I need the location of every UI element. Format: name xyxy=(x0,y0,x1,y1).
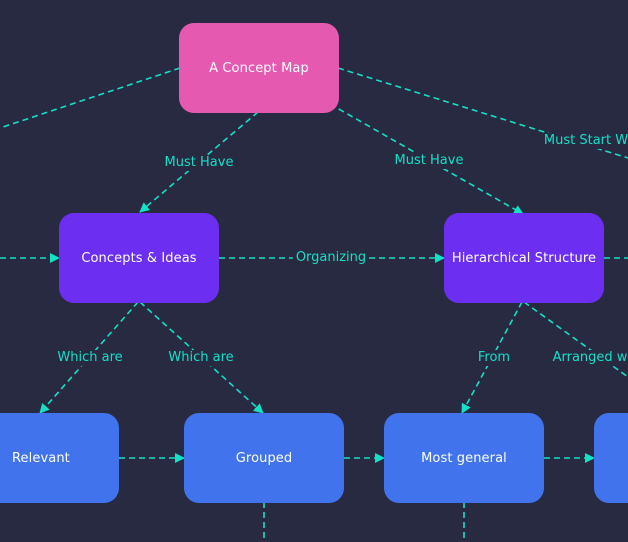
node-most-general-label: Most general xyxy=(421,450,507,466)
node-relevant-label: Relevant xyxy=(12,450,70,466)
node-most-general[interactable]: Most general xyxy=(384,413,544,503)
node-hierarchical-structure-label: Hierarchical Structure xyxy=(451,250,597,266)
edge-label-concepts-to-hierarchy: Organizing xyxy=(292,250,370,266)
node-hierarchical-structure[interactable]: Hierarchical Structure xyxy=(444,213,604,303)
edge-label-root-to-concepts: Must Have xyxy=(161,155,237,171)
edge-label-concepts-to-relevant: Which are xyxy=(54,350,126,366)
node-concepts-ideas-label: Concepts & Ideas xyxy=(81,250,197,266)
edge-label-hierarchy-to-right: Arranged w xyxy=(549,350,628,366)
connector-hierarchy-to-right-lower xyxy=(523,301,628,378)
connector-root-to-concepts xyxy=(139,111,259,213)
node-offscreen-right[interactable] xyxy=(594,413,628,503)
edge-label-hierarchy-to-most-general: From xyxy=(474,350,514,366)
edge-label-root-to-hierarchy: Must Have xyxy=(391,153,467,169)
node-grouped[interactable]: Grouped xyxy=(184,413,344,503)
edge-label-root-to-right: Must Start W xyxy=(540,133,628,149)
node-root[interactable]: A Concept Map xyxy=(179,23,339,113)
node-root-label: A Concept Map xyxy=(209,60,309,76)
node-grouped-label: Grouped xyxy=(235,450,293,466)
edge-label-concepts-to-grouped: Which are xyxy=(165,350,237,366)
node-relevant[interactable]: Relevant xyxy=(0,413,119,503)
connector-root-to-left xyxy=(0,67,181,129)
node-concepts-ideas[interactable]: Concepts & Ideas xyxy=(59,213,219,303)
